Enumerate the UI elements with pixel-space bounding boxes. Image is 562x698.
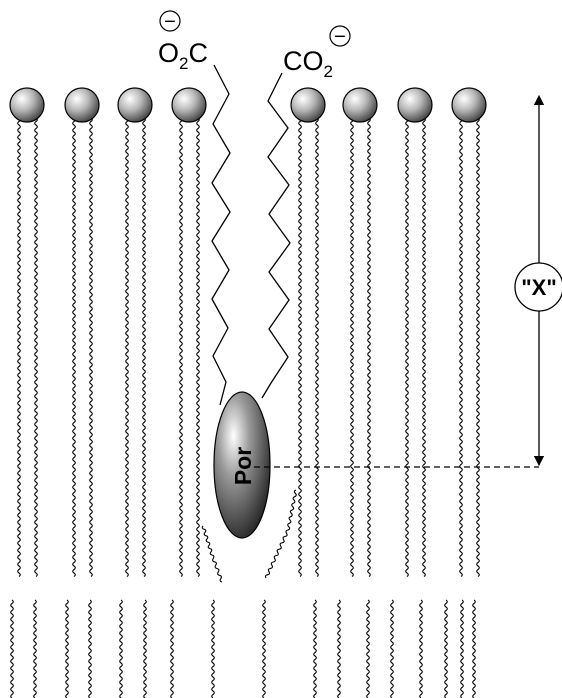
lipid-headgroup [64, 87, 100, 123]
right-charge-sign: − [334, 26, 346, 48]
lipid-tail-lower-leaflet [143, 599, 147, 698]
right-charge-circle [329, 25, 351, 47]
lipid-tail [422, 117, 426, 577]
lipid-tail-lower-leaflet [419, 599, 423, 698]
lipid-tail-lower-leaflet [472, 599, 476, 698]
svg-text:CO2: CO2 [283, 46, 333, 81]
lipid-tail [298, 117, 302, 577]
left-carboxylate-label: O2C − [158, 10, 208, 73]
distance-label: "X" [521, 275, 557, 300]
lipid-headgroup [342, 87, 378, 123]
porphyrin-lower-tails [201, 489, 297, 583]
porphyrin-label: Por [230, 447, 256, 485]
distance-indicator: "X" [244, 94, 562, 468]
porphyrin-lower-tail-right [264, 489, 297, 579]
lipid-headgroup [171, 87, 207, 123]
porphyrin-ellipsoid [213, 391, 271, 539]
lipid-headgroup [117, 87, 153, 123]
distance-label-circle [514, 262, 562, 312]
lipid-tail [142, 117, 146, 577]
lipid-tail-lower-leaflet [65, 599, 69, 698]
lipid-tail-lower-leaflet [88, 599, 92, 698]
lipid-tail [367, 117, 371, 577]
lipid-tail [315, 117, 319, 577]
lipid-tail-lower-leaflet [119, 599, 123, 698]
lipid-tail-lower-leaflet [262, 599, 266, 698]
lipid-tail-lower-leaflet [337, 599, 341, 698]
lipid-tail-lower-leaflet [366, 599, 370, 698]
lipid-tail-lower-leaflet [170, 599, 174, 698]
lipid-tail [179, 117, 183, 577]
lipid-tail [17, 117, 21, 577]
left-alkyl-chain [211, 64, 231, 406]
lipid-headgroup [290, 87, 326, 123]
lipid-tail [196, 117, 200, 577]
porphyrin-alkyl-chains [211, 64, 291, 406]
lipid-tail-lower-leaflet [444, 599, 448, 698]
lipid-tail [405, 117, 409, 577]
porphyrin-lower-tail-left [201, 525, 223, 583]
lipid-tail-lower-leaflet [211, 599, 215, 698]
lipid-headgroups [9, 87, 487, 123]
lipid-tail [72, 117, 76, 577]
porphyrin-unit: Por [213, 391, 271, 539]
lipid-headgroup [9, 87, 45, 123]
lipid-tail [476, 117, 480, 577]
lipid-tail [459, 117, 463, 577]
svg-text:O2C: O2C [158, 38, 208, 73]
lipid-tail-lower-leaflet [460, 599, 464, 698]
lipid-tail [125, 117, 129, 577]
lipid-tail [350, 117, 354, 577]
lipid-tail-lower-leaflet [33, 599, 37, 698]
lipid-tail [89, 117, 93, 577]
lipid-tails [10, 117, 480, 698]
lipid-tail-lower-leaflet [390, 599, 394, 698]
lipid-tail-lower-leaflet [313, 599, 317, 698]
lipid-headgroup [451, 87, 487, 123]
lipid-headgroup [397, 87, 433, 123]
left-charge-sign: − [164, 11, 176, 33]
lipid-tail-lower-leaflet [10, 599, 14, 698]
left-charge-circle [159, 10, 181, 32]
right-alkyl-chain [261, 72, 291, 399]
right-carboxylate-label: CO2 − [283, 25, 351, 81]
lipid-tail [34, 117, 38, 577]
